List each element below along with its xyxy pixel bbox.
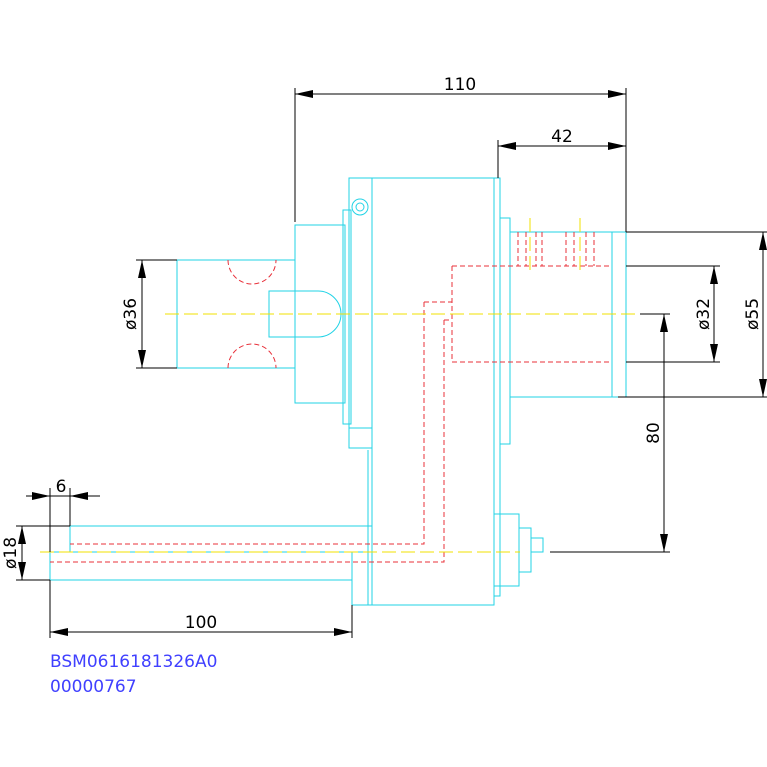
shaft-boss xyxy=(268,290,342,338)
part-code: BSM0616181326A0 00000767 xyxy=(50,652,217,697)
label-110: 110 xyxy=(444,75,476,95)
arrow-55-top xyxy=(759,232,767,250)
arrow-32-bottom xyxy=(710,344,718,362)
part-code-line-1: BSM0616181326A0 xyxy=(50,652,217,672)
dowel-hole xyxy=(351,198,369,216)
arrow-110-left xyxy=(295,90,313,98)
shaft-collar xyxy=(351,551,373,606)
bottom-stud xyxy=(530,537,544,553)
arrow-36-bottom xyxy=(138,350,146,368)
dimension-labels: 110 42 ø36 ø32 ø55 80 6 ø18 100 xyxy=(1,75,763,633)
arrow-6-right xyxy=(70,492,88,500)
arrow-32-top xyxy=(710,266,718,284)
label-6: 6 xyxy=(56,477,67,497)
dowel-pin xyxy=(355,202,365,212)
passage-outer xyxy=(70,301,452,545)
label-dia-55: ø55 xyxy=(743,298,763,330)
hidden-lines xyxy=(50,232,612,563)
long-shaft xyxy=(49,525,373,581)
main-housing xyxy=(371,177,495,606)
arrow-18-bottom xyxy=(18,562,26,580)
label-80: 80 xyxy=(644,422,664,444)
passage-inner xyxy=(50,319,452,563)
label-dia-36: ø36 xyxy=(121,298,141,330)
arrow-100-right xyxy=(334,628,352,636)
arrow-80-bottom xyxy=(660,534,668,552)
label-dia-18: ø18 xyxy=(1,537,21,569)
arrow-6-left xyxy=(32,492,50,500)
right-face-inner xyxy=(499,217,511,445)
bore-outline xyxy=(451,265,612,363)
label-dia-32: ø32 xyxy=(694,298,714,330)
label-100: 100 xyxy=(185,613,217,633)
arrow-42-left xyxy=(498,142,516,150)
arrow-100-left xyxy=(50,628,68,636)
arrow-42-right xyxy=(608,142,626,150)
plate-3 xyxy=(348,427,373,449)
plate-1 xyxy=(342,209,352,425)
keyway-bottom xyxy=(227,343,277,369)
part-outline xyxy=(49,177,627,606)
arrow-36-top xyxy=(138,260,146,278)
right-face xyxy=(493,177,501,597)
center-lines xyxy=(40,218,640,553)
bottom-nut xyxy=(518,527,532,573)
label-42: 42 xyxy=(551,127,573,147)
keyway-top xyxy=(227,259,277,285)
bottom-boss xyxy=(493,513,520,587)
dimension-lines xyxy=(16,88,767,638)
arrow-18-top xyxy=(18,526,26,544)
part-code-line-2: 00000767 xyxy=(50,677,137,697)
plate-2 xyxy=(348,177,373,449)
arrow-110-right xyxy=(608,90,626,98)
arrow-80-top xyxy=(660,314,668,332)
arrow-55-bottom xyxy=(759,379,767,397)
